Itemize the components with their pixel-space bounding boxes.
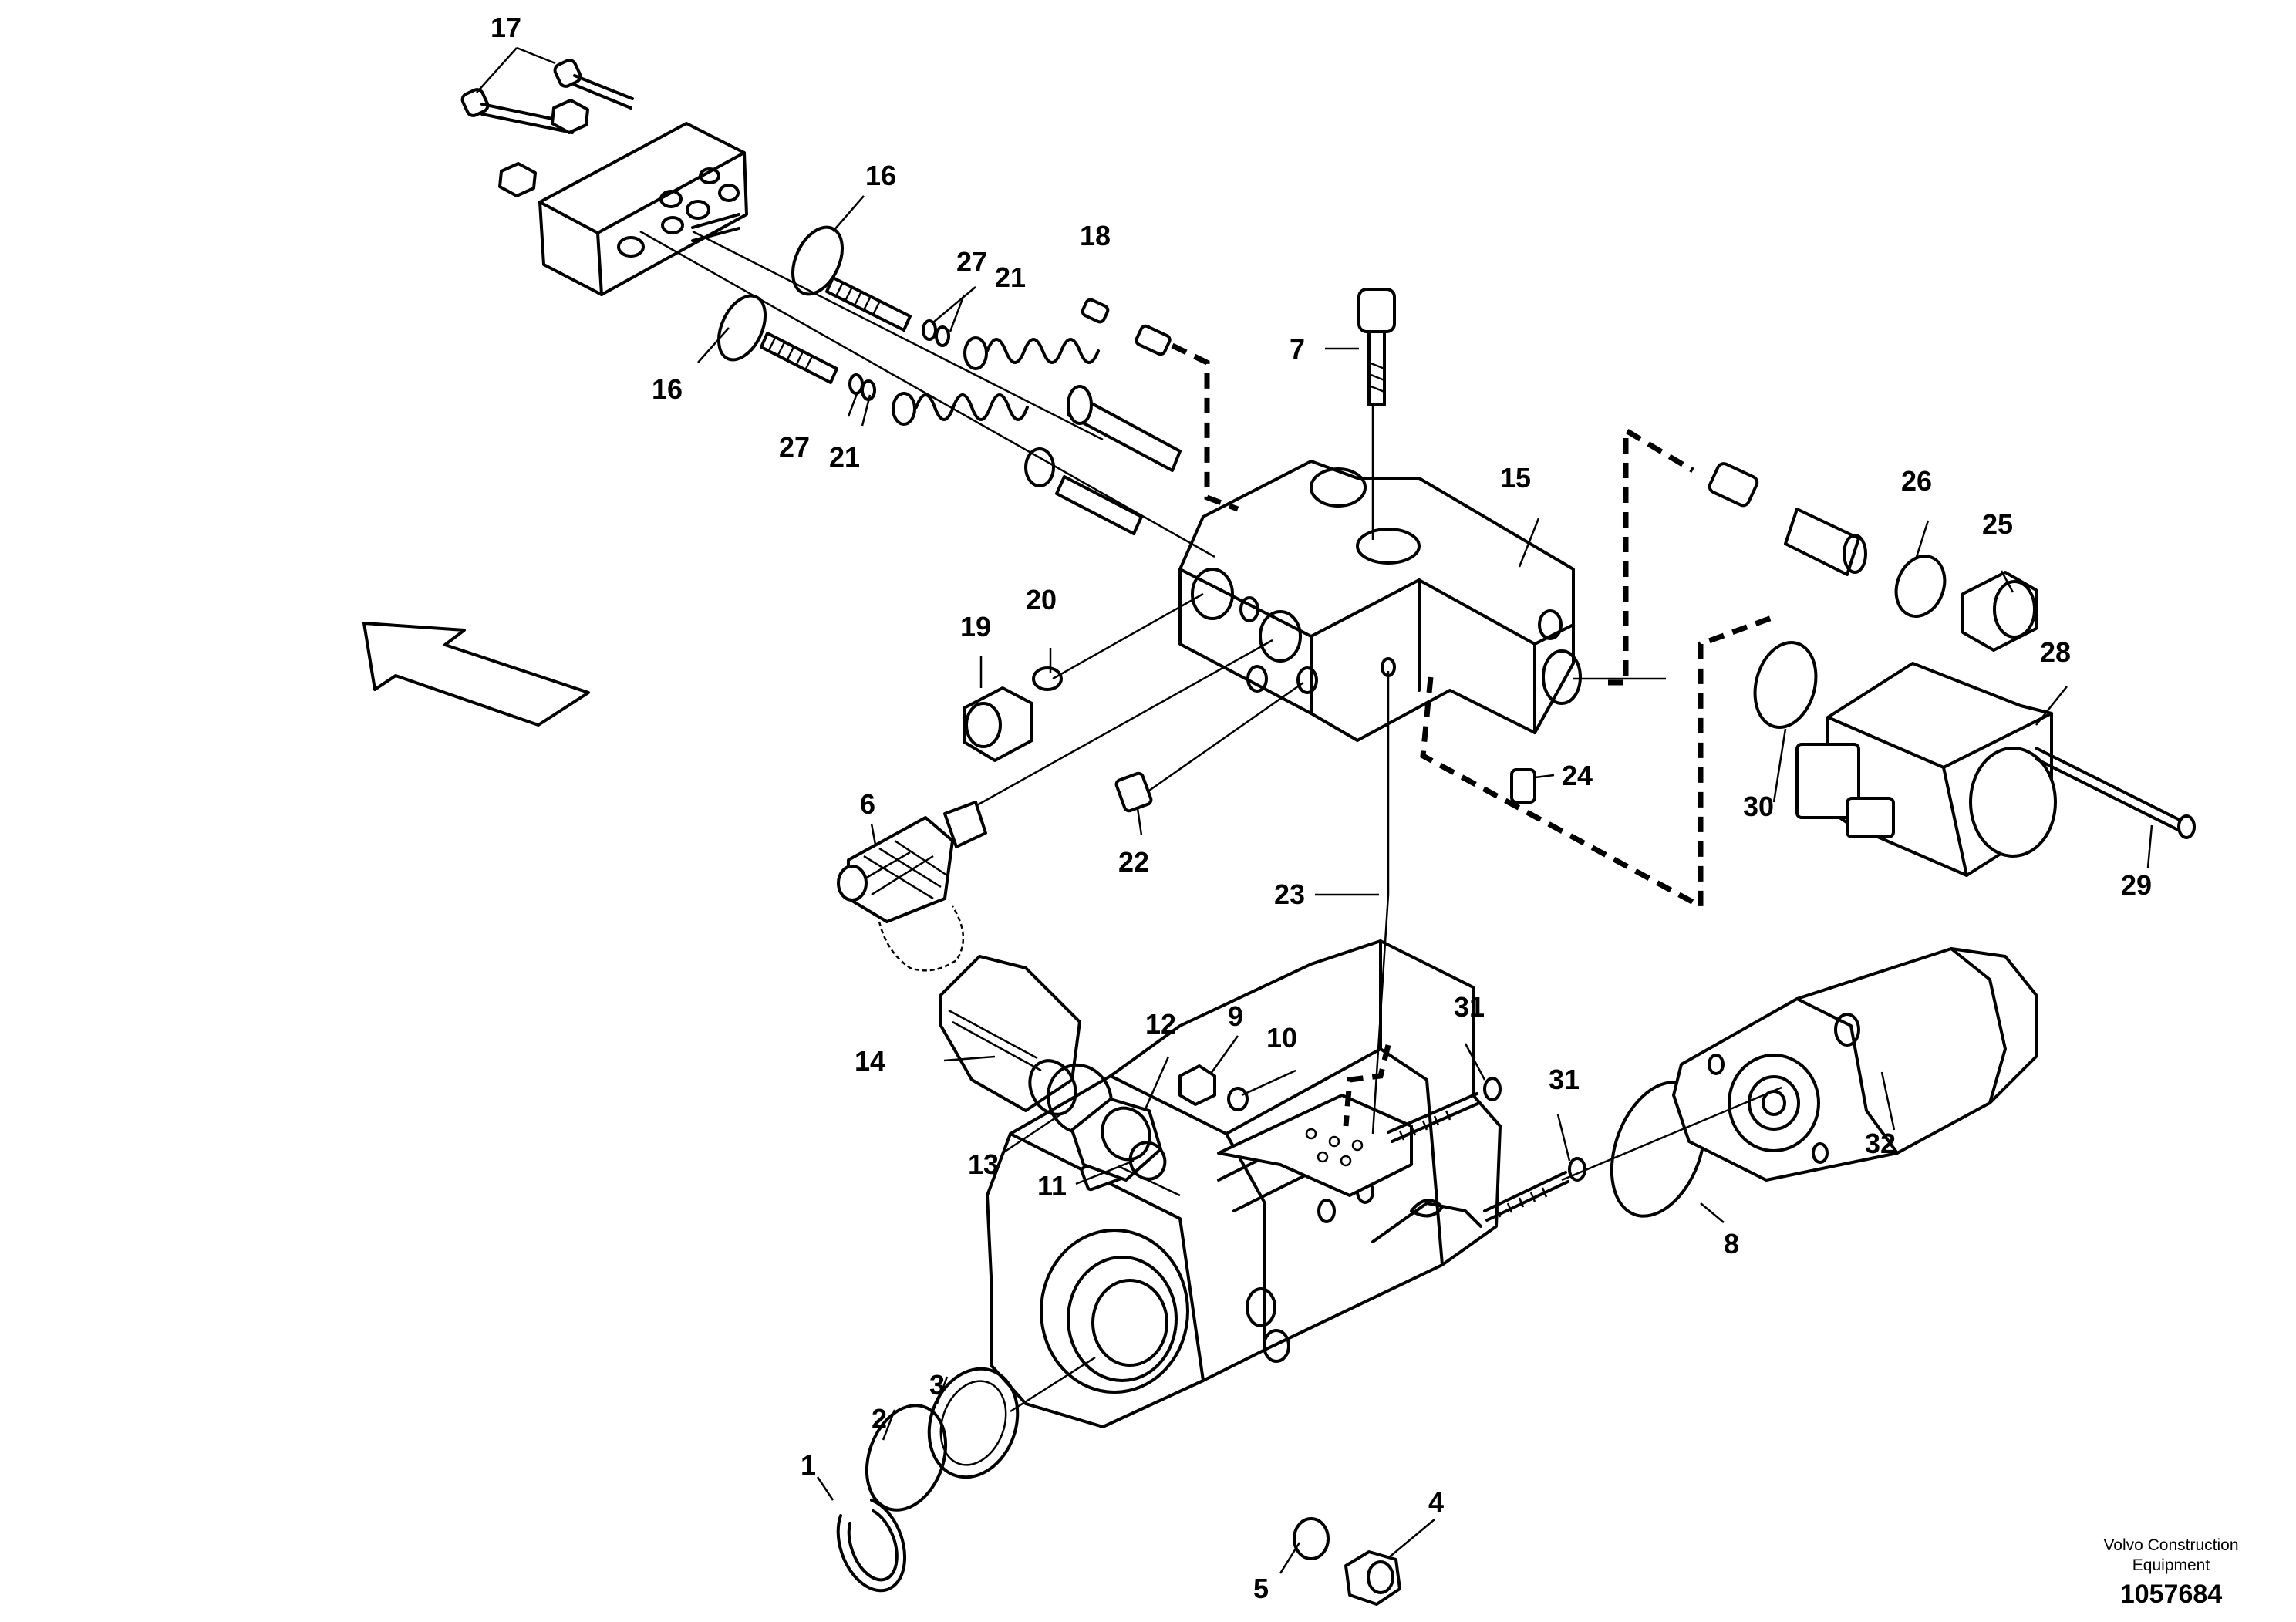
pump-top-plate [1217,1094,1444,1218]
set-screw-upper [1387,1077,1502,1143]
test-coupling [837,801,987,972]
callout-3: 3 [929,1369,945,1401]
gear-pump-32 [1672,947,2038,1182]
set-screw-lower [1483,1157,1586,1222]
o-ring-30 [1753,641,1818,729]
plug-9 [1178,1064,1216,1106]
o-ring-11 [1128,1141,1167,1181]
plug-25 [1961,571,2038,652]
plug-18 [1081,298,1172,356]
seal-ring-3-inner [939,1380,1007,1466]
callout-4: 4 [1428,1486,1444,1518]
callout-31-upper: 31 [1454,991,1485,1023]
bolt-29 [2035,747,2196,839]
callout-2: 2 [872,1403,887,1435]
dashed-assembly-lines [1171,342,1775,1127]
callout-28: 28 [2040,636,2071,668]
callout-19: 19 [960,611,991,642]
plug-22 [1114,771,1153,813]
callout-29: 29 [2121,869,2152,901]
direction-arrow [362,622,590,727]
callout-27-lower: 27 [779,431,810,463]
callout-26: 26 [1901,465,1932,497]
plug-19 [963,686,1033,762]
callout-17: 17 [491,12,521,43]
drawing-number: 1057684 [2120,1580,2222,1609]
o-ring-10 [1227,1087,1249,1111]
callout-23: 23 [1274,878,1305,910]
seal-ring-3 [927,1367,1020,1479]
company-name-line1: Volvo Construction [2103,1536,2238,1554]
company-name-line2: Equipment [2132,1556,2210,1574]
callout-14: 14 [855,1045,885,1077]
callout-25: 25 [1982,508,2013,540]
o-ring-lower [716,294,767,362]
callout-27-upper: 27 [956,246,987,278]
cap-screw-7 [1357,288,1396,406]
o-ring-upper [791,225,844,296]
callout-9: 9 [1228,1000,1243,1032]
callout-16-lower: 16 [652,373,683,405]
callout-16-upper: 16 [865,160,896,191]
plug-24 [1510,768,1536,804]
footer-block: Volvo Construction Equipment 1057684 [2103,1536,2238,1609]
callout-12: 12 [1145,1008,1176,1040]
hex-nuts [498,99,589,197]
callout-8: 8 [1724,1228,1739,1259]
leader-lines [476,46,2153,1574]
o-ring-20 [1032,666,1063,691]
plug-fitting-26 [1708,462,1867,576]
callout-30: 30 [1743,791,1774,822]
callout-13: 13 [968,1148,999,1180]
callout-labels: 1 2 3 4 5 6 7 8 9 10 11 12 13 14 15 16 1… [491,12,2152,1604]
callout-32: 32 [1865,1128,1896,1159]
valve-spool-lower [760,332,1143,535]
callout-24: 24 [1562,760,1593,791]
callout-22: 22 [1118,846,1149,878]
callout-6: 6 [860,788,875,820]
callout-7: 7 [1290,333,1305,365]
callout-21-lower: 21 [829,441,860,473]
solenoid-28 [1795,662,2057,877]
callout-1: 1 [801,1449,816,1481]
callout-20: 20 [1026,584,1057,615]
plug-4 [1344,1550,1401,1606]
valve-spool-upper [825,276,1182,472]
cover-plate [538,122,748,296]
callout-11: 11 [1037,1170,1067,1202]
snap-ring-1 [836,1499,907,1593]
o-ring-26 [1894,555,1947,618]
assembly-lines [639,230,1782,1413]
callout-18: 18 [1080,220,1111,251]
callout-10: 10 [1266,1022,1297,1054]
main-pump-housing [986,939,1502,1428]
callout-5: 5 [1253,1573,1269,1604]
valve-block [1178,460,1582,742]
callout-15: 15 [1500,462,1531,494]
filter-cap-14 [939,955,1081,1116]
cap-screw-pair [460,59,634,134]
callout-21-upper: 21 [995,261,1026,293]
o-ring-5 [1293,1517,1330,1560]
callout-31-lower: 31 [1549,1064,1580,1095]
shim-ring-2 [865,1404,948,1512]
